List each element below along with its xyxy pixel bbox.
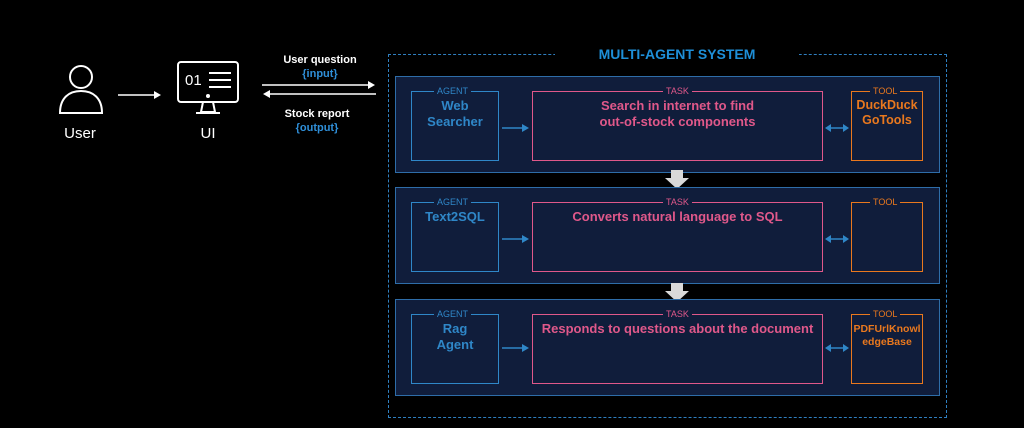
arrow-task-tool: [825, 124, 849, 132]
arrow-input: [262, 81, 375, 89]
agent-row-2: AGENT Text2SQL TASK Converts natural lan…: [395, 187, 940, 284]
monitor-icon: 01: [177, 61, 239, 114]
arrow-output: [263, 90, 376, 98]
user-icon: [58, 65, 104, 114]
down-arrow-2: [665, 283, 689, 302]
agent-name: Text2SQL: [425, 209, 485, 224]
svg-text:01: 01: [185, 72, 202, 89]
arrow-task-tool: [825, 344, 849, 352]
tool-tag: TOOL: [870, 85, 901, 97]
ui-label: UI: [200, 125, 216, 142]
arrow-user-to-ui: [118, 91, 161, 99]
task-description: Converts natural language to SQL: [572, 209, 783, 224]
system-title: MULTI-AGENT SYSTEM: [555, 46, 799, 62]
arrow-agent-to-task: [502, 235, 529, 243]
agent-box: AGENT Text2SQL: [411, 196, 499, 272]
agent-tag: AGENT: [434, 308, 472, 320]
task-tag: TASK: [663, 196, 692, 208]
tool-tag: TOOL: [870, 196, 901, 208]
task-box: TASK Responds to questions about the doc…: [532, 308, 823, 384]
tool-box: TOOL: [851, 196, 923, 272]
arrow-task-tool: [825, 235, 849, 243]
agent-tag: AGENT: [434, 196, 472, 208]
agent-tag: AGENT: [434, 85, 472, 97]
tool-tag: TOOL: [870, 308, 901, 320]
user-label: User: [64, 125, 96, 142]
task-description: Responds to questions about the document: [541, 321, 814, 336]
arrow-agent-to-task: [502, 344, 529, 352]
stock-report-label: Stock report {output}: [284, 108, 350, 134]
arrow-agent-to-task: [502, 124, 529, 132]
task-box: TASK Converts natural language to SQL: [532, 196, 823, 272]
user-question-label: User question {input}: [283, 54, 357, 80]
task-tag: TASK: [663, 85, 692, 97]
task-tag: TASK: [663, 308, 692, 320]
down-arrow-1: [665, 170, 689, 189]
